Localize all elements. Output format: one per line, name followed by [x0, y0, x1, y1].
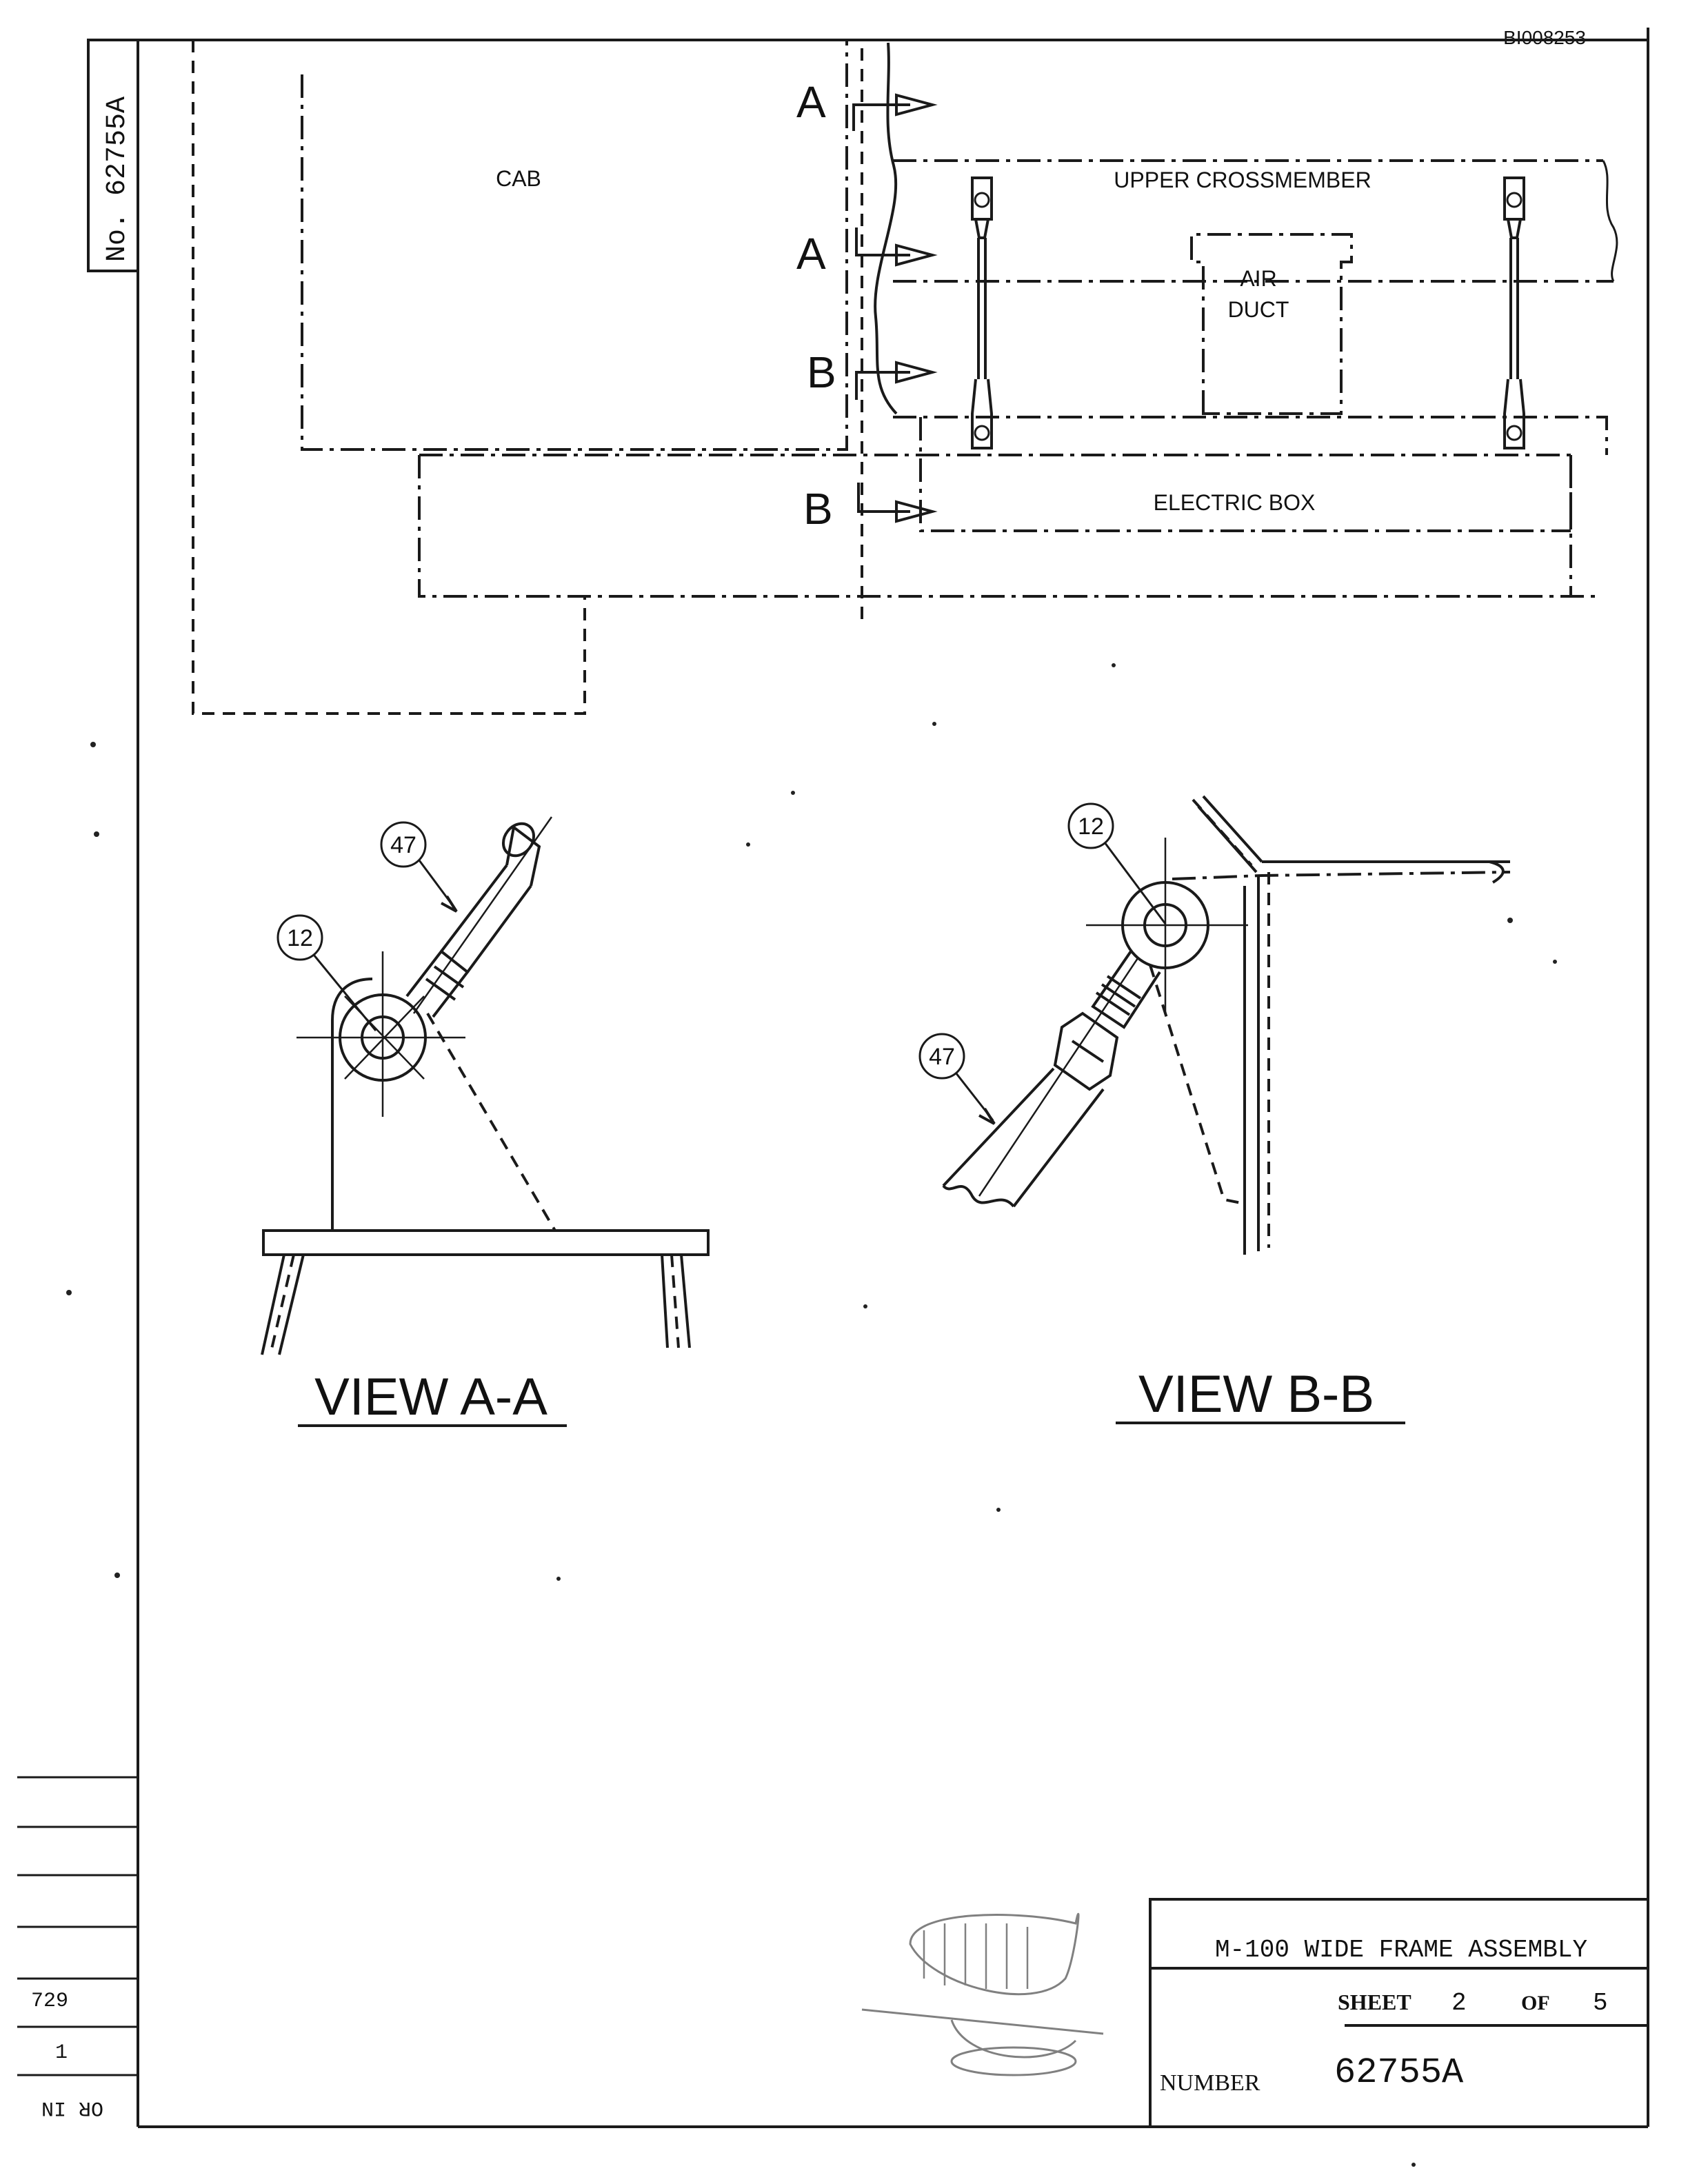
callout-47-a [380, 821, 427, 868]
callout-47-b [918, 1033, 965, 1080]
callout-12-b-text: 12 [1078, 813, 1104, 840]
view-a-a: 47 12 VIEW A-A [261, 816, 710, 1427]
section-b-bottom-label: B [803, 484, 833, 534]
turnbuckle-right [1503, 176, 1525, 449]
number-value: 62755A [1334, 2052, 1464, 2093]
turnbuckle-left [971, 176, 993, 449]
air-duct-line2: DUCT [1228, 297, 1289, 322]
section-arrow-a-bottom: A [796, 228, 938, 279]
sheet-border [137, 28, 1649, 2128]
view-a-a-title: VIEW A-A [314, 1368, 547, 1426]
section-b-top-label: B [807, 347, 836, 397]
upper-crossmember-label: UPPER CROSSMEMBER [1114, 168, 1371, 192]
section-arrow-a-top: A [796, 77, 938, 131]
title-block-title: M-100 WIDE FRAME ASSEMBLY [1215, 1936, 1587, 1964]
callout-12-b [1067, 802, 1114, 849]
section-arrow-b-bottom: B [803, 483, 938, 534]
margin-note-2: 1 [55, 2041, 68, 2065]
section-a-top-label: A [796, 77, 826, 127]
section-a-bottom-label: A [796, 229, 826, 279]
cab-label: CAB [496, 166, 541, 191]
revision-margin: 729 1 OR IN [17, 1776, 138, 2119]
title-block: M-100 WIDE FRAME ASSEMBLY SHEET 2 OF 5 N… [1149, 1898, 1648, 2127]
scan-speckles [66, 663, 1557, 2167]
number-label: NUMBER [1160, 2070, 1260, 2096]
sheet-total: 5 [1593, 1989, 1608, 2017]
view-b-b: 12 47 VIEW B-B [918, 795, 1511, 1424]
company-logo-stamp [861, 1912, 1104, 2076]
callout-47-a-text: 47 [390, 832, 416, 858]
of-label: OF [1521, 1992, 1550, 2014]
view-b-b-title: VIEW B-B [1138, 1365, 1374, 1424]
side-stamp: No. 62755A [87, 39, 139, 272]
air-duct-line1: AIR [1240, 266, 1276, 291]
sheet-number: 2 [1451, 1989, 1467, 2017]
margin-note-3: OR IN [41, 2096, 103, 2119]
callout-12-a-text: 12 [287, 925, 313, 951]
electric-box-label: ELECTRIC BOX [1154, 490, 1316, 515]
callout-47-b-text: 47 [929, 1044, 955, 1070]
side-stamp-text: No. 62755A [102, 97, 133, 262]
section-arrow-b-top: B [807, 347, 938, 400]
plan-view: CAB UPPER CROSSMEMBER AIR DUCT ELECTRIC … [192, 40, 1618, 715]
document-id: BI008253 [1503, 27, 1586, 48]
sheet-label: SHEET [1338, 1990, 1411, 2014]
margin-note-1: 729 [31, 1990, 68, 2013]
callout-12-a [277, 914, 323, 961]
